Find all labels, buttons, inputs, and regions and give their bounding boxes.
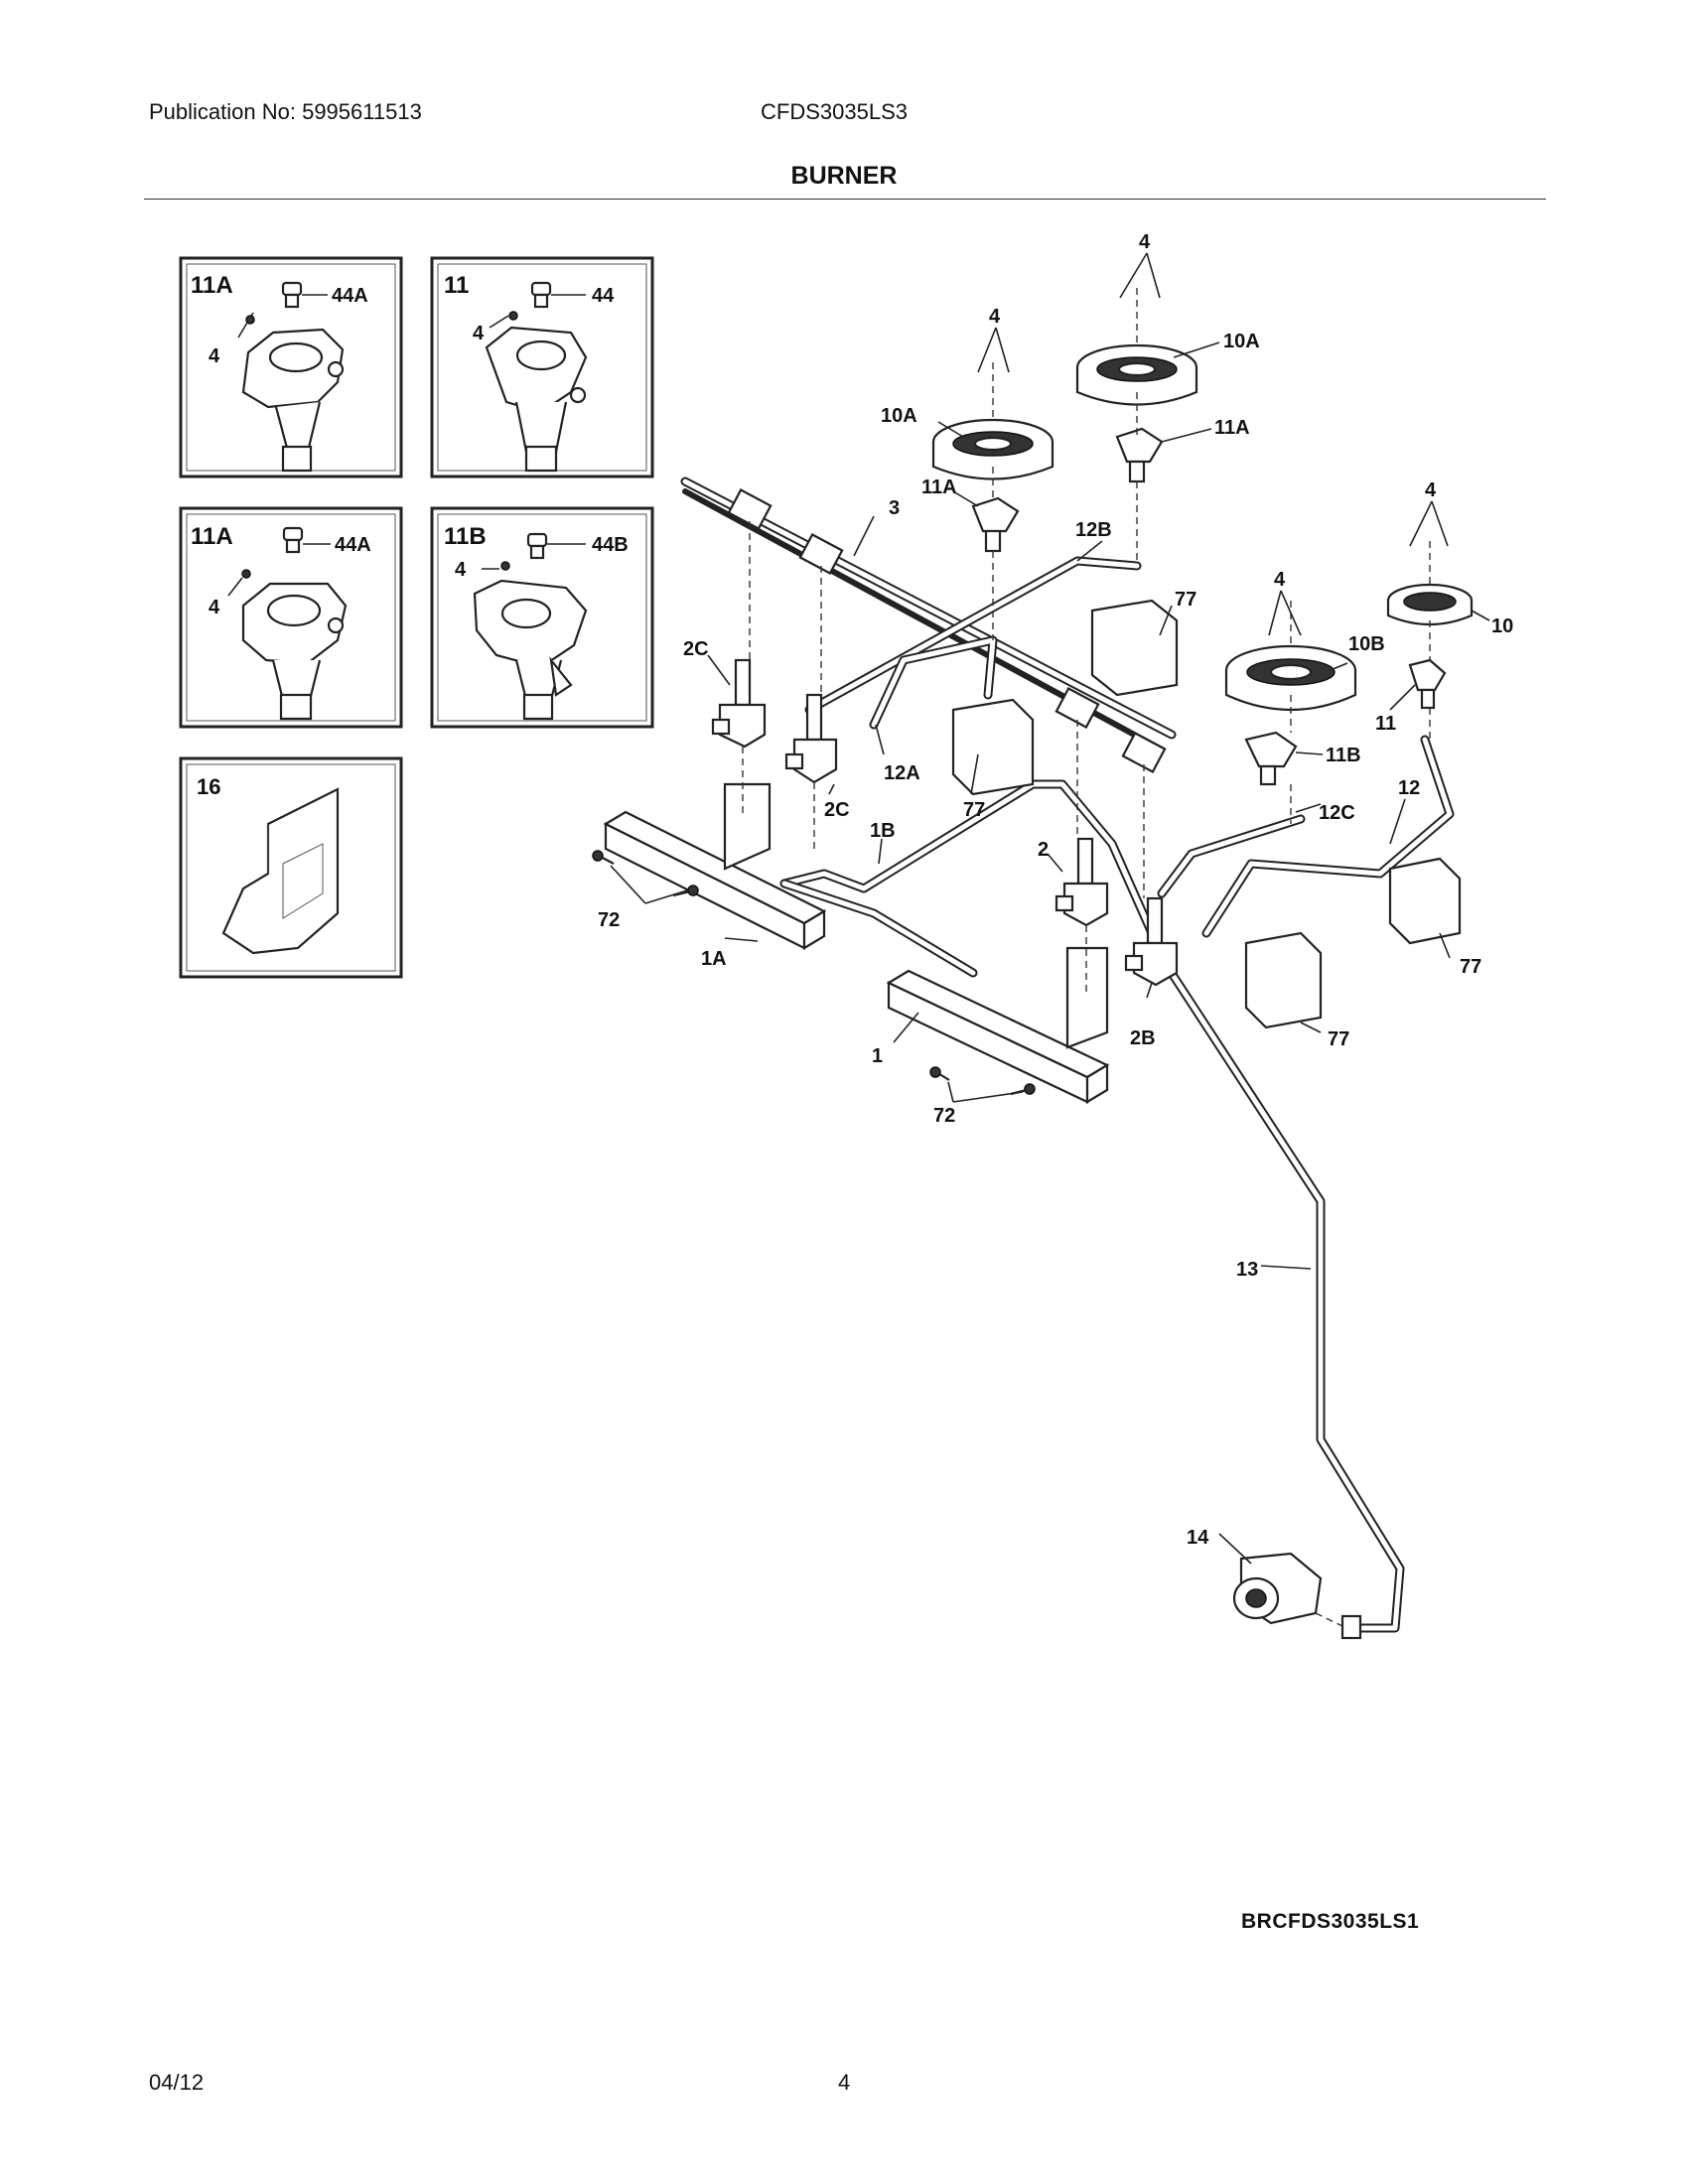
inset-11A-top: 11A 44A 4: [179, 256, 403, 478]
tubes: [779, 556, 1455, 1633]
valve-2C-left: [711, 658, 767, 749]
callout-77-d: 77: [1328, 1028, 1349, 1050]
callout-10: 10: [1491, 615, 1513, 637]
plug-44A: [281, 281, 303, 309]
valve-2B: [1124, 896, 1179, 987]
manifold-1A: [603, 782, 827, 950]
callout-14: 14: [1187, 1527, 1209, 1549]
screws-72: [592, 850, 1036, 1096]
inset-label: 11B: [444, 523, 487, 550]
footer-page-number: 4: [838, 2070, 851, 2095]
callout-12: 12: [1398, 777, 1420, 799]
inset-label: 11A: [191, 272, 233, 299]
manifold-1: [886, 946, 1110, 1104]
callout-77-b: 77: [963, 799, 985, 821]
callout-12C: 12C: [1319, 802, 1355, 824]
callout-44A: 44A: [332, 285, 368, 307]
callout-4-top: 4: [1139, 231, 1151, 253]
inset-label: 11: [444, 272, 469, 299]
model-number: CFDS3035LS3: [761, 99, 908, 124]
inset-label: 16: [197, 774, 220, 799]
callout-4-mid: 4: [1274, 569, 1286, 591]
callout-4-left: 4: [989, 306, 1001, 328]
inset-label: 11A: [191, 523, 233, 550]
callout-11: 11: [1375, 713, 1396, 735]
inset-16: 16: [179, 756, 403, 979]
callout-44A: 44A: [335, 534, 371, 556]
plug-44: [530, 281, 552, 309]
header-divider: [144, 199, 1546, 200]
page-title: BURNER: [790, 162, 898, 190]
leader-lines: [610, 252, 1490, 1565]
footer-date: 04/12: [149, 2070, 205, 2095]
burner-head-illustration: [241, 328, 345, 473]
callout-12A: 12A: [884, 762, 920, 784]
callout-11A-left: 11A: [921, 477, 957, 498]
callout-2B: 2B: [1130, 1027, 1156, 1049]
callout-11B: 11B: [1326, 745, 1361, 766]
shield-illustration: [221, 787, 340, 955]
callout-1: 1: [872, 1045, 883, 1067]
callout-4: 4: [209, 345, 220, 367]
callout-3: 3: [889, 497, 900, 519]
callout-12B: 12B: [1075, 519, 1112, 541]
callout-10A-top: 10A: [1223, 331, 1260, 352]
callout-2: 2: [1038, 839, 1049, 861]
burner-head-illustration: [485, 326, 588, 473]
burner-10A-top: [1075, 343, 1198, 406]
burner-head-illustration: [473, 579, 588, 721]
callout-77-a: 77: [1175, 589, 1196, 611]
callout-2C-a: 2C: [683, 638, 709, 660]
burner-10: [1386, 583, 1474, 626]
callout-4: 4: [473, 323, 485, 344]
callout-labels: 4 4 10A 10A 11A 11A 3 12B 77 4 4 10 10B …: [598, 231, 1513, 1549]
assembly-lines: [742, 288, 1431, 1627]
inset-11-top: 11 44 4: [430, 256, 654, 478]
valve-2C-right: [784, 693, 838, 784]
callout-4: 4: [209, 597, 220, 618]
callout-10A-left: 10A: [881, 405, 917, 427]
callout-2C-b: 2C: [824, 799, 850, 821]
burner-10B: [1224, 644, 1357, 712]
callout-10B: 10B: [1348, 633, 1385, 655]
callout-44: 44: [592, 285, 615, 307]
valve-2: [1055, 837, 1109, 927]
burner-heads: [971, 427, 1447, 786]
inset-11A-bottom: 11A 44A 4: [179, 506, 403, 729]
thermocouple-bundle-3: [680, 477, 1177, 773]
callout-1B: 1B: [870, 820, 896, 842]
callout-11A-top: 11A: [1214, 417, 1250, 439]
burner-head-illustration: [241, 582, 348, 721]
inset-11B: 11B 44B 4: [430, 506, 654, 729]
callout-1A: 1A: [701, 948, 727, 970]
plug-44A: [282, 526, 304, 554]
callout-77-c: 77: [1460, 956, 1481, 978]
burner-10A-left: [931, 418, 1055, 480]
plug-44B: [526, 532, 548, 560]
callout-4-rb: 4: [1425, 479, 1437, 501]
publication-number: Publication No: 5995611513: [149, 99, 422, 124]
callout-44B: 44B: [592, 534, 629, 556]
callout-72-a: 72: [598, 909, 620, 931]
pressure-regulator-14: [1232, 1552, 1362, 1640]
callout-4: 4: [455, 559, 467, 581]
bracket-77: [951, 599, 1462, 1029]
callout-13: 13: [1236, 1259, 1258, 1281]
diagram-reference-code: BRCFDS3035LS1: [1241, 1910, 1420, 1933]
callout-72-b: 72: [933, 1105, 955, 1127]
